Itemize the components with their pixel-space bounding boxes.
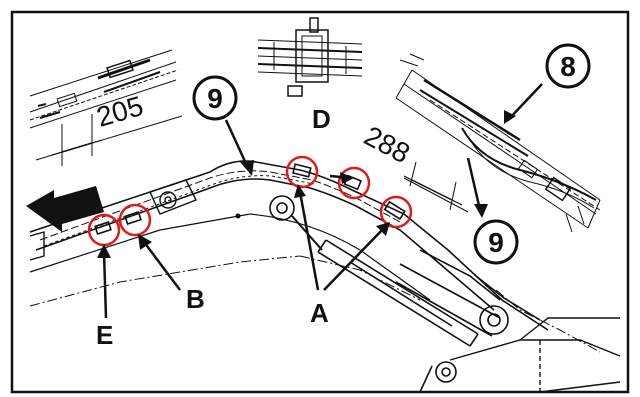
highlight-circle-a-lower bbox=[379, 195, 413, 229]
boom-center-dot bbox=[235, 213, 241, 219]
detail-top-left bbox=[29, 49, 179, 129]
leader-arrows bbox=[102, 83, 543, 319]
callout-9-left: 9 bbox=[192, 75, 238, 121]
detail-top-right bbox=[395, 53, 601, 233]
boom-hose-lines bbox=[39, 170, 401, 247]
dimension-288: 288 bbox=[359, 120, 415, 169]
callout-8: 8 bbox=[545, 43, 591, 89]
boom-tip bbox=[29, 179, 197, 261]
frame-border bbox=[10, 10, 630, 394]
highlight-circle-b bbox=[118, 203, 152, 237]
lower-body-outline bbox=[29, 255, 601, 353]
direction-arrow-icon bbox=[26, 186, 104, 232]
callout-9-right: 9 bbox=[473, 219, 519, 265]
main-boom-outline bbox=[29, 160, 549, 331]
boom-cylinder bbox=[269, 195, 479, 393]
highlight-circles bbox=[87, 155, 413, 247]
arrowheads bbox=[97, 110, 516, 258]
highlight-circle-a-upper bbox=[285, 155, 319, 189]
callout-8-text: 8 bbox=[560, 51, 576, 82]
arm-cylinder bbox=[395, 249, 541, 337]
label-b: B bbox=[186, 284, 205, 314]
clamp-details bbox=[94, 163, 406, 235]
callout-9-right-text: 9 bbox=[488, 227, 504, 258]
detail-top-center bbox=[257, 17, 363, 97]
label-a: A bbox=[310, 298, 329, 328]
base-frame bbox=[449, 317, 621, 393]
label-e: E bbox=[96, 320, 113, 350]
callout-9-left-text: 9 bbox=[207, 83, 223, 114]
dimension-205-lines bbox=[35, 114, 183, 166]
dimension-288-lines bbox=[403, 161, 469, 213]
label-d: D bbox=[312, 104, 331, 134]
highlight-circle-d bbox=[337, 166, 371, 200]
